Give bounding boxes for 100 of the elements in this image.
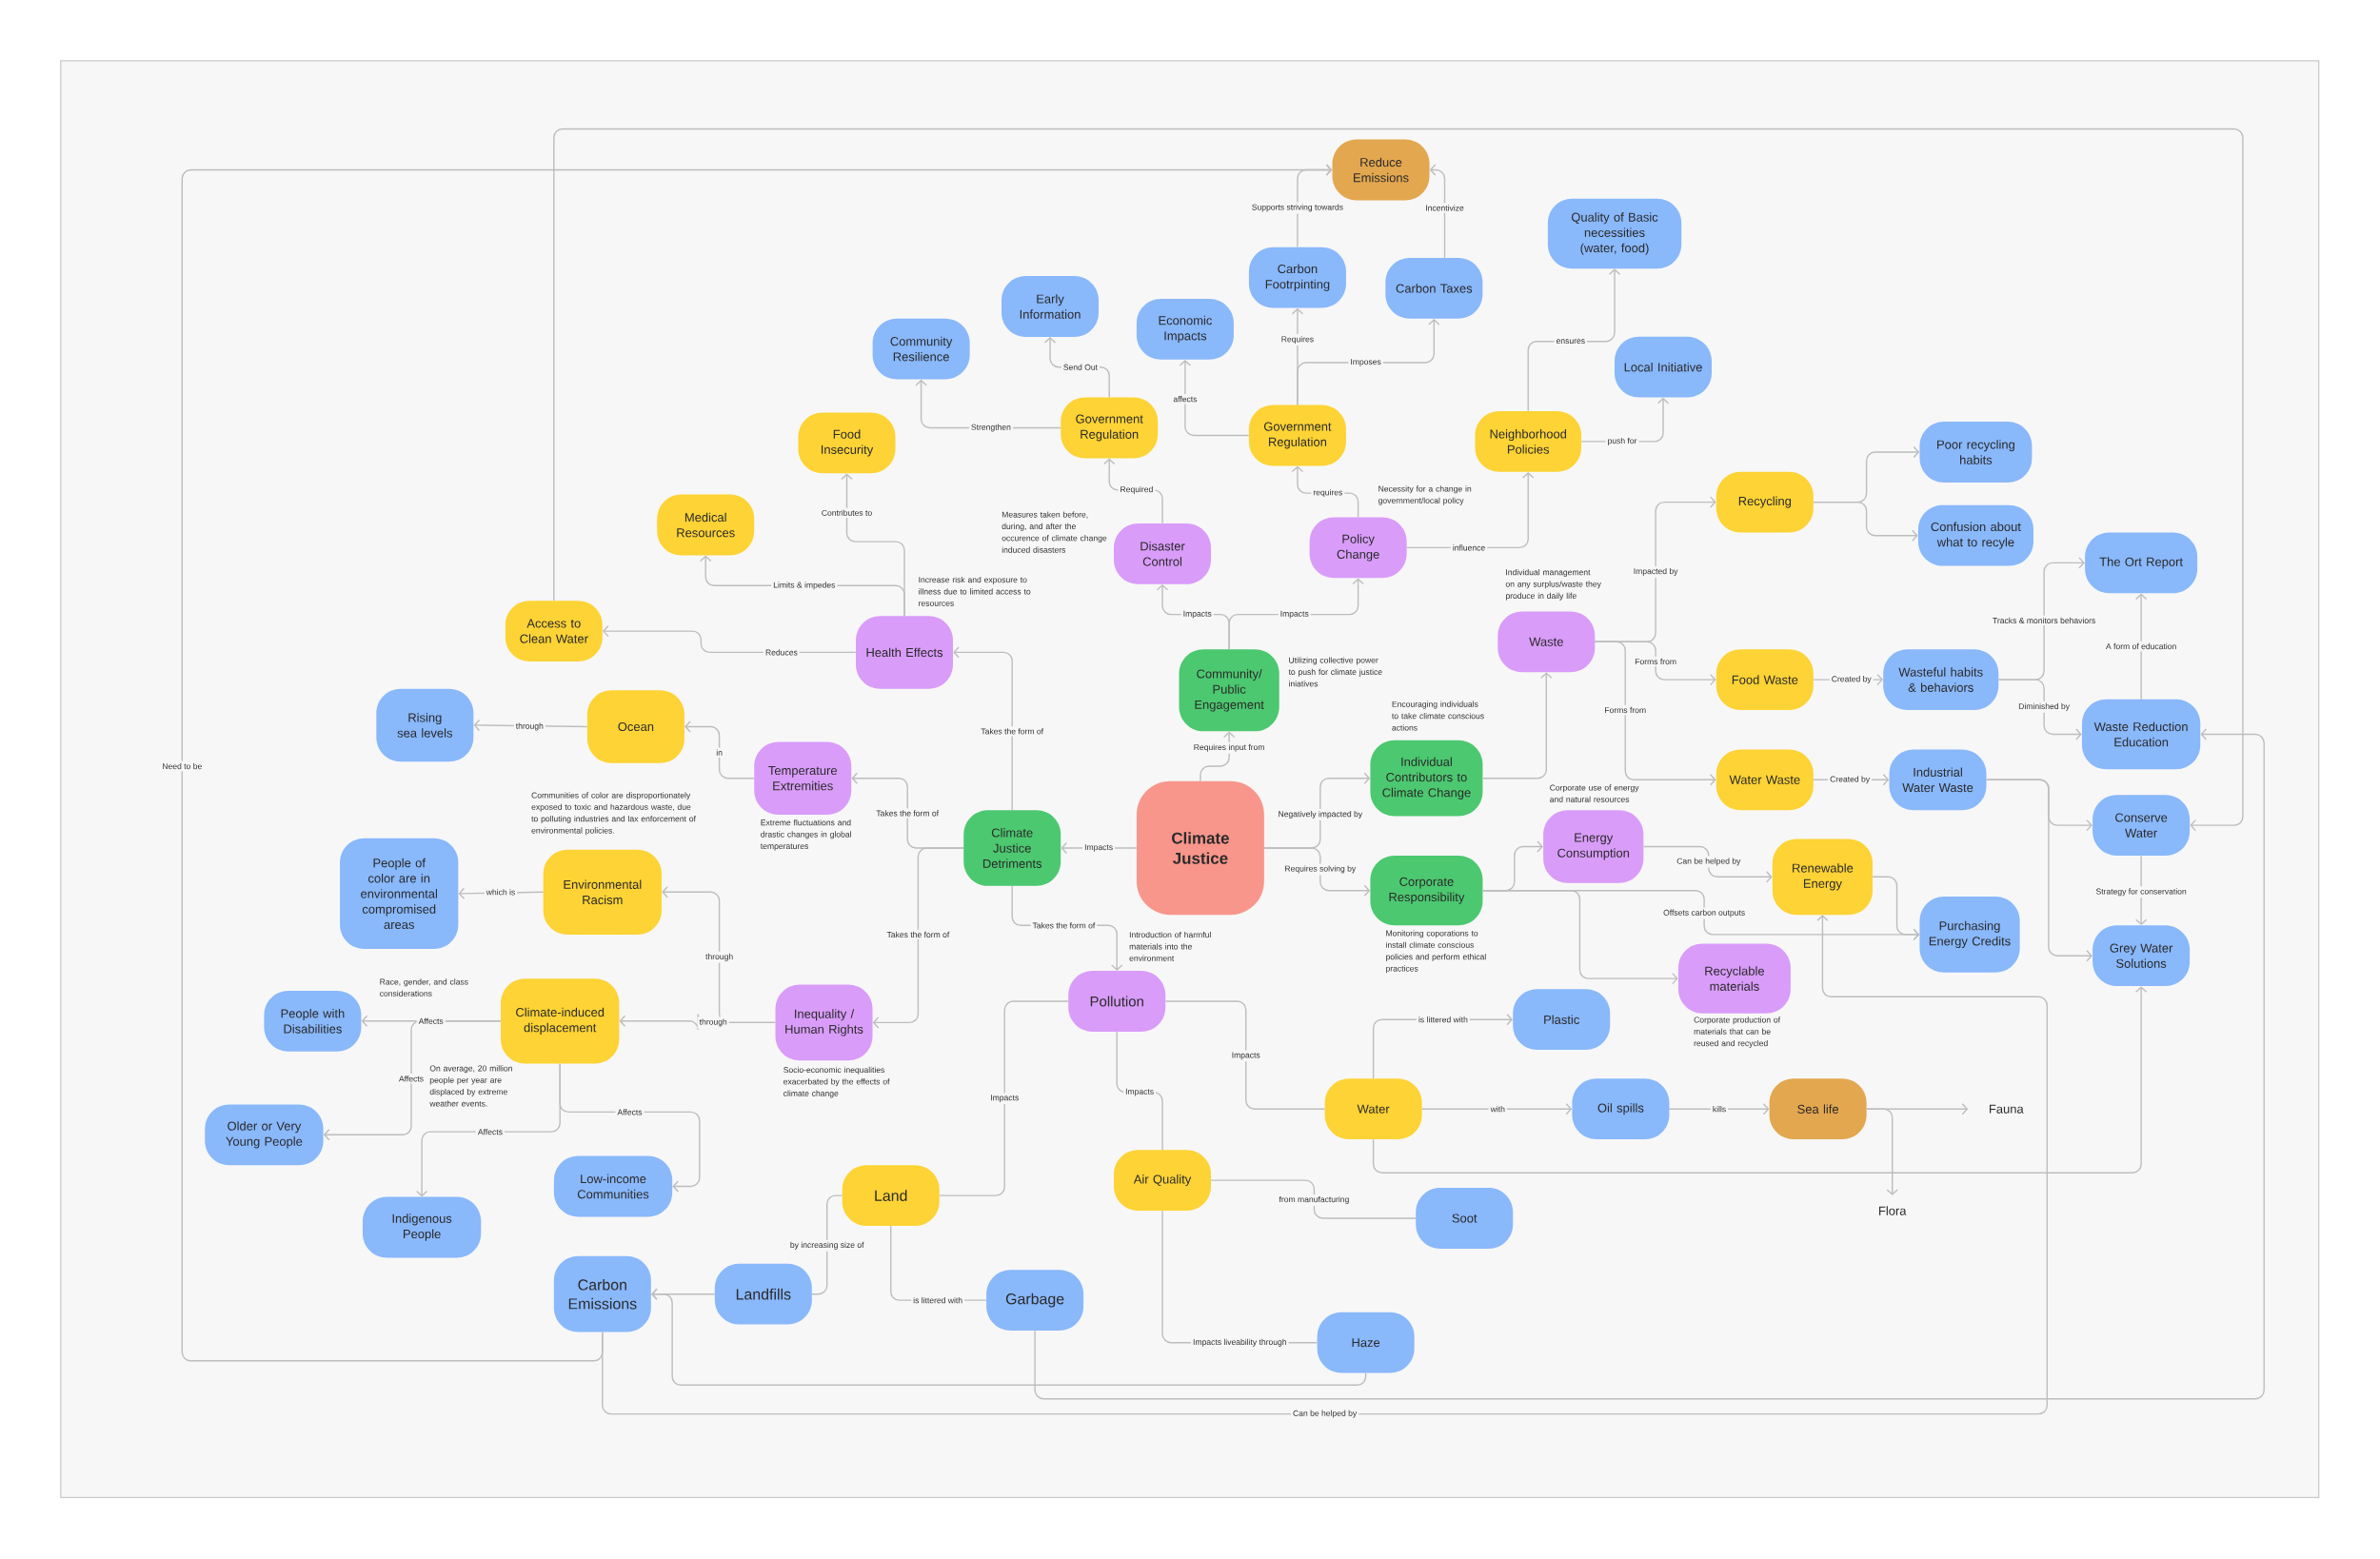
arrow bbox=[1481, 672, 1553, 780]
arrow bbox=[684, 720, 755, 780]
concept-box: Water Waste bbox=[1716, 749, 1814, 811]
edge-label: Takes the form of bbox=[979, 726, 1046, 737]
arrow bbox=[1200, 731, 1236, 782]
arrow bbox=[1668, 1103, 1770, 1115]
edge-label: A form of education bbox=[2103, 641, 2179, 652]
edge-label: Negatively impacted by bbox=[1276, 809, 1365, 820]
concept-box: Waste bbox=[1497, 611, 1596, 673]
arrow bbox=[323, 1020, 502, 1141]
edge-label: Reduces bbox=[764, 647, 800, 658]
edge-label: Strategy for conservation bbox=[2093, 886, 2189, 898]
arrow bbox=[553, 128, 2244, 832]
text-label: Fauna bbox=[1990, 1104, 2024, 1114]
arrow bbox=[1997, 679, 2082, 740]
concept-box: Early Information bbox=[1002, 276, 1099, 337]
note-text: Corporate use of energy and natural resources bbox=[1550, 784, 1639, 802]
concept-box: Soot bbox=[1416, 1188, 1514, 1249]
note-text: On average, 20 million people per year are displaced by extreme weather events. bbox=[429, 1065, 512, 1107]
concept-box: Quality of Basic necessities (water, food) bbox=[1547, 198, 1682, 269]
edge-label: Affects bbox=[475, 1126, 505, 1137]
concept-box: The Ort Report bbox=[2085, 532, 2198, 594]
concept-box: Corporate Responsibility bbox=[1370, 856, 1483, 926]
concept-box: Older or Very Young People bbox=[205, 1104, 324, 1166]
arrow bbox=[1179, 360, 1250, 437]
concept-box: Rising sea levels bbox=[376, 688, 474, 762]
concept-box: Recyclable materials bbox=[1677, 943, 1791, 1014]
arrow bbox=[1866, 1108, 1898, 1195]
arrow bbox=[1986, 779, 2092, 962]
edge-label: requires bbox=[1311, 487, 1345, 500]
edge-label: Supports striving towards bbox=[1249, 202, 1345, 214]
edge-label: Requires bbox=[1279, 334, 1317, 346]
concept-box: Climate Justice Detriments bbox=[963, 810, 1061, 886]
edge-label: Requires solving by bbox=[1282, 863, 1359, 876]
concept-box: Energy Consumption bbox=[1543, 810, 1644, 883]
edge-label: Created by bbox=[1829, 674, 1874, 686]
edge-label: Forms from bbox=[1602, 704, 1649, 716]
note-text: Communities of color are disproportionately exposed to toxic and hazardous waste, due to polluting industries and lax enforcement of environmental policies. bbox=[531, 792, 696, 836]
connector-line bbox=[1210, 1179, 1417, 1219]
concept-box: Carbon Taxes bbox=[1385, 258, 1483, 319]
note-text: Measures taken before, during, and after the occurence of climate change induced disasters bbox=[1002, 511, 1107, 553]
edge-label: Need to be bbox=[160, 760, 205, 772]
edge-label: ensures bbox=[1554, 337, 1588, 346]
edge-label: Contributes to bbox=[819, 507, 875, 518]
concept-box: Individual Contributors to Climate Change bbox=[1370, 740, 1483, 817]
arrow bbox=[651, 1288, 1367, 1386]
note-text: Utilizing collective power to push for climate justice iniatives bbox=[1288, 657, 1382, 687]
connector-line bbox=[1164, 1000, 1326, 1110]
connector-line bbox=[811, 1194, 843, 1295]
central-concept-box: Climate Justice bbox=[1136, 780, 1264, 916]
note-text: Corporate production of materials that can be reused and recycled bbox=[1694, 1016, 1781, 1048]
arrow bbox=[1813, 501, 1918, 542]
concept-box: Ocean bbox=[586, 690, 684, 763]
arrow bbox=[1594, 641, 1716, 786]
edge-label: Send Out bbox=[1061, 362, 1100, 372]
note-text: Encouraging individuals to take climate conscious actions bbox=[1392, 701, 1484, 731]
edge-label: Created by bbox=[1828, 774, 1873, 786]
edge-label: affects bbox=[1171, 394, 1200, 405]
edge-label: influence bbox=[1450, 543, 1488, 553]
concept-box: Waste Reduction Education bbox=[2081, 699, 2201, 770]
edge-label: Limits & impedes bbox=[771, 580, 838, 592]
edge-label: in bbox=[714, 747, 724, 758]
note-text: Necessity for a change in government/local policy bbox=[1378, 485, 1472, 505]
edge-label: Takes the form of bbox=[1030, 920, 1098, 931]
concept-box: Industrial Water Waste bbox=[1889, 749, 1987, 811]
arrow bbox=[1034, 728, 2265, 1400]
arrow bbox=[1263, 847, 1371, 897]
edge-label: which is bbox=[484, 887, 518, 898]
concept-box: Community/ Public Engagement bbox=[1179, 649, 1279, 732]
note-text: Monitoring coporations to install climate conscious policies and perform ethical practices bbox=[1386, 930, 1486, 974]
edge-label: Impacts bbox=[988, 1093, 1021, 1104]
concept-box: Carbon Emissions bbox=[553, 1255, 651, 1332]
concept-box: Garbage bbox=[986, 1270, 1084, 1331]
edge-label: Affects bbox=[615, 1107, 645, 1117]
concept-box: Conserve Water bbox=[2092, 795, 2191, 856]
concept-box: Inequality / Human Rights bbox=[775, 984, 873, 1061]
arrow bbox=[953, 646, 1013, 811]
edge-label: Impacts bbox=[1082, 842, 1116, 854]
arrow bbox=[1372, 986, 2148, 1174]
note-text: Socio-economic inequalities exacerbated by the effects of climate change bbox=[783, 1066, 890, 1098]
arrow bbox=[1421, 1103, 1573, 1115]
edge-label: Imposes bbox=[1348, 357, 1383, 368]
note-text: Increase risk and exposure to illness due to limited access to resources bbox=[919, 576, 1031, 606]
concept-box: Plastic bbox=[1513, 989, 1611, 1051]
arrow bbox=[2134, 593, 2148, 701]
concept-box: Purchasing Energy Credits bbox=[1919, 897, 2020, 973]
note-text: Extreme fluctuations and drastic changes in global temperatures bbox=[760, 819, 851, 851]
connector-line bbox=[939, 1000, 1069, 1196]
edge-label: Forms from bbox=[1633, 656, 1678, 667]
concept-box: Neighborhood Policies bbox=[1475, 411, 1581, 472]
edge-label: Can be helped by bbox=[1675, 856, 1743, 868]
edge-label: kills bbox=[1710, 1104, 1729, 1115]
concept-box: Access to Clean Water bbox=[505, 601, 603, 661]
edge-label: Takes the form of bbox=[884, 929, 952, 940]
concept-box: Grey Water Solutions bbox=[2092, 925, 2191, 987]
concept-box: Health Effects bbox=[856, 616, 953, 689]
arrow bbox=[2134, 855, 2148, 926]
concept-box: Water bbox=[1324, 1078, 1422, 1140]
concept-box: Temperature Extremities bbox=[754, 741, 852, 815]
concept-box: Renewable Energy bbox=[1772, 839, 1873, 916]
